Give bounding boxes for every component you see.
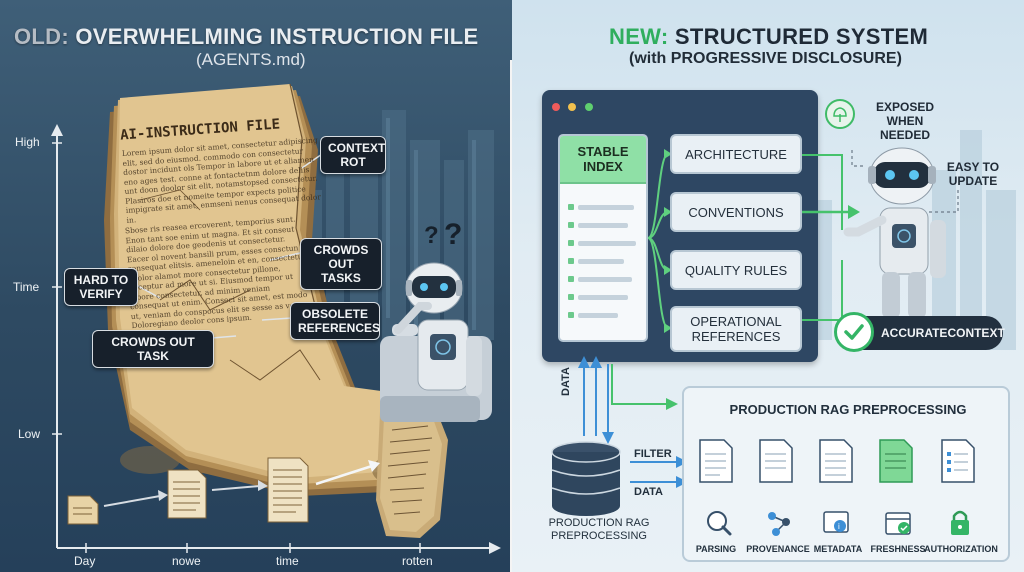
question-mark-1: ? bbox=[424, 222, 439, 249]
index-bullet-icon bbox=[568, 276, 574, 282]
paper-text-bottom: Sbose ris reasea ercoverent, temporius s… bbox=[124, 214, 308, 331]
stage-authorization: AUTHORIZATION bbox=[924, 544, 998, 554]
database-label: PRODUCTION RAG PREPROCESSING bbox=[548, 517, 650, 542]
network-icon bbox=[768, 512, 790, 536]
index-line bbox=[578, 277, 632, 282]
left-panel-old: OLD: OVERWHELMING INSTRUCTION FILE (AGEN… bbox=[0, 0, 512, 572]
label-easy-to-update: EASY TO UPDATE bbox=[946, 160, 1000, 188]
left-title-accent: OLD: bbox=[14, 24, 69, 49]
stable-index-label: STABLE INDEX bbox=[560, 136, 646, 184]
stable-index-card[interactable]: STABLE INDEX bbox=[558, 134, 648, 342]
callout-hard-to-verify: HARD TO VERIFY bbox=[64, 268, 138, 306]
lock-icon bbox=[951, 510, 969, 535]
window-close-dot[interactable] bbox=[552, 103, 560, 111]
callout-crowds-out-task: CROWDS OUT TASK bbox=[92, 330, 214, 368]
window-minimize-dot[interactable] bbox=[568, 103, 577, 111]
index-line bbox=[578, 259, 624, 264]
stage-parsing: PARSING bbox=[695, 544, 737, 554]
rag-preprocessing-box: PRODUCTION RAG PREPROCESSING bbox=[682, 386, 1010, 562]
left-subtitle: (AGENTS.md) bbox=[196, 50, 306, 69]
flow-label-data: DATA bbox=[634, 486, 663, 498]
index-bullet-icon bbox=[568, 294, 574, 300]
index-line bbox=[578, 313, 618, 318]
small-doc-day bbox=[67, 495, 99, 525]
left-title: OLD: OVERWHELMING INSTRUCTION FILE bbox=[14, 24, 478, 50]
paper-text-top: Lorem ipsum dolor sit amet, consectetur … bbox=[121, 135, 322, 225]
magnifier-icon bbox=[707, 511, 732, 536]
right-title: NEW: STRUCTURED SYSTEM bbox=[609, 24, 928, 50]
svg-text:i: i bbox=[838, 522, 840, 531]
check-icon bbox=[834, 312, 874, 352]
stage-freshness: FRESHNESS bbox=[870, 544, 926, 554]
callout-crowds-out-tasks: CROWDS OUT TASKS bbox=[300, 238, 382, 290]
right-title-accent: NEW: bbox=[609, 24, 669, 49]
stage-provenance: PROVENANCE bbox=[746, 544, 810, 554]
index-bullet-icon bbox=[568, 222, 574, 228]
index-line bbox=[578, 205, 634, 210]
index-line bbox=[578, 223, 628, 228]
green-doc-icon bbox=[879, 439, 913, 483]
index-bullet-icon bbox=[568, 204, 574, 210]
right-panel-new: NEW: STRUCTURED SYSTEM (with PROGRESSIVE… bbox=[512, 0, 1024, 572]
label-exposed-when-needed: EXPOSED WHEN NEEDED bbox=[875, 100, 935, 142]
callout-context-rot: CONTEXT ROT bbox=[320, 136, 386, 174]
small-doc-time bbox=[267, 457, 309, 523]
module-architecture[interactable]: ARCHITECTURE bbox=[670, 134, 802, 174]
flow-label-data-up: DATA bbox=[560, 367, 572, 396]
stage-metadata: METADATA bbox=[813, 544, 863, 554]
index-bullet-icon bbox=[568, 312, 574, 318]
x-label-rotten: rotten bbox=[402, 554, 433, 568]
panel-divider bbox=[510, 60, 513, 572]
doc-icon bbox=[819, 439, 853, 483]
x-label-time: time bbox=[276, 554, 299, 568]
doc-icon bbox=[699, 439, 733, 483]
left-title-main: OVERWHELMING INSTRUCTION FILE bbox=[75, 24, 479, 49]
database-icon bbox=[551, 441, 621, 516]
flow-label-filter: FILTER bbox=[634, 448, 672, 460]
right-title-main: STRUCTURED SYSTEM bbox=[674, 24, 929, 49]
structured-system-window: STABLE INDEX ARCHITECTURE bbox=[542, 90, 818, 362]
rag-docs: i bbox=[699, 439, 975, 536]
paper-stack-icon bbox=[104, 83, 428, 496]
module-operational-references[interactable]: OPERATIONAL REFERENCES bbox=[670, 306, 802, 352]
rag-title: PRODUCTION RAG PREPROCESSING bbox=[729, 402, 967, 417]
callout-obsolete-references: OBSOLETE REFERENCES bbox=[290, 302, 380, 340]
checklist-doc-icon bbox=[941, 439, 975, 483]
helpful-robot-icon bbox=[843, 147, 946, 318]
confused-robot-icon bbox=[380, 262, 492, 422]
doc-icon bbox=[759, 439, 793, 483]
index-line bbox=[578, 295, 628, 300]
accurate-context-label: ACCURATECONTEXT bbox=[881, 326, 1005, 340]
module-conventions[interactable]: CONVENTIONS bbox=[670, 192, 802, 232]
window-maximize-dot[interactable] bbox=[584, 103, 593, 111]
x-label-day: Day bbox=[74, 554, 96, 568]
exposed-icon bbox=[825, 99, 855, 129]
index-branch-connectors bbox=[647, 149, 672, 333]
index-bullet-icon bbox=[568, 240, 574, 246]
question-mark-2: ? bbox=[444, 218, 463, 251]
x-label-nowe: nowe bbox=[172, 554, 201, 568]
index-bullet-icon bbox=[568, 258, 574, 264]
small-doc-nowe bbox=[167, 469, 207, 519]
index-line bbox=[578, 241, 636, 246]
metadata-icon: i bbox=[823, 511, 849, 533]
y-label-high: High bbox=[15, 135, 40, 149]
right-subtitle: (with PROGRESSIVE DISCLOSURE) bbox=[629, 50, 902, 67]
y-label-low: Low bbox=[18, 427, 41, 441]
y-label-time: Time bbox=[13, 280, 40, 294]
module-quality-rules[interactable]: QUALITY RULES bbox=[670, 250, 802, 290]
window-controls bbox=[552, 98, 597, 116]
calendar-check-icon bbox=[885, 512, 911, 535]
rotten-paper-icon bbox=[376, 404, 448, 538]
